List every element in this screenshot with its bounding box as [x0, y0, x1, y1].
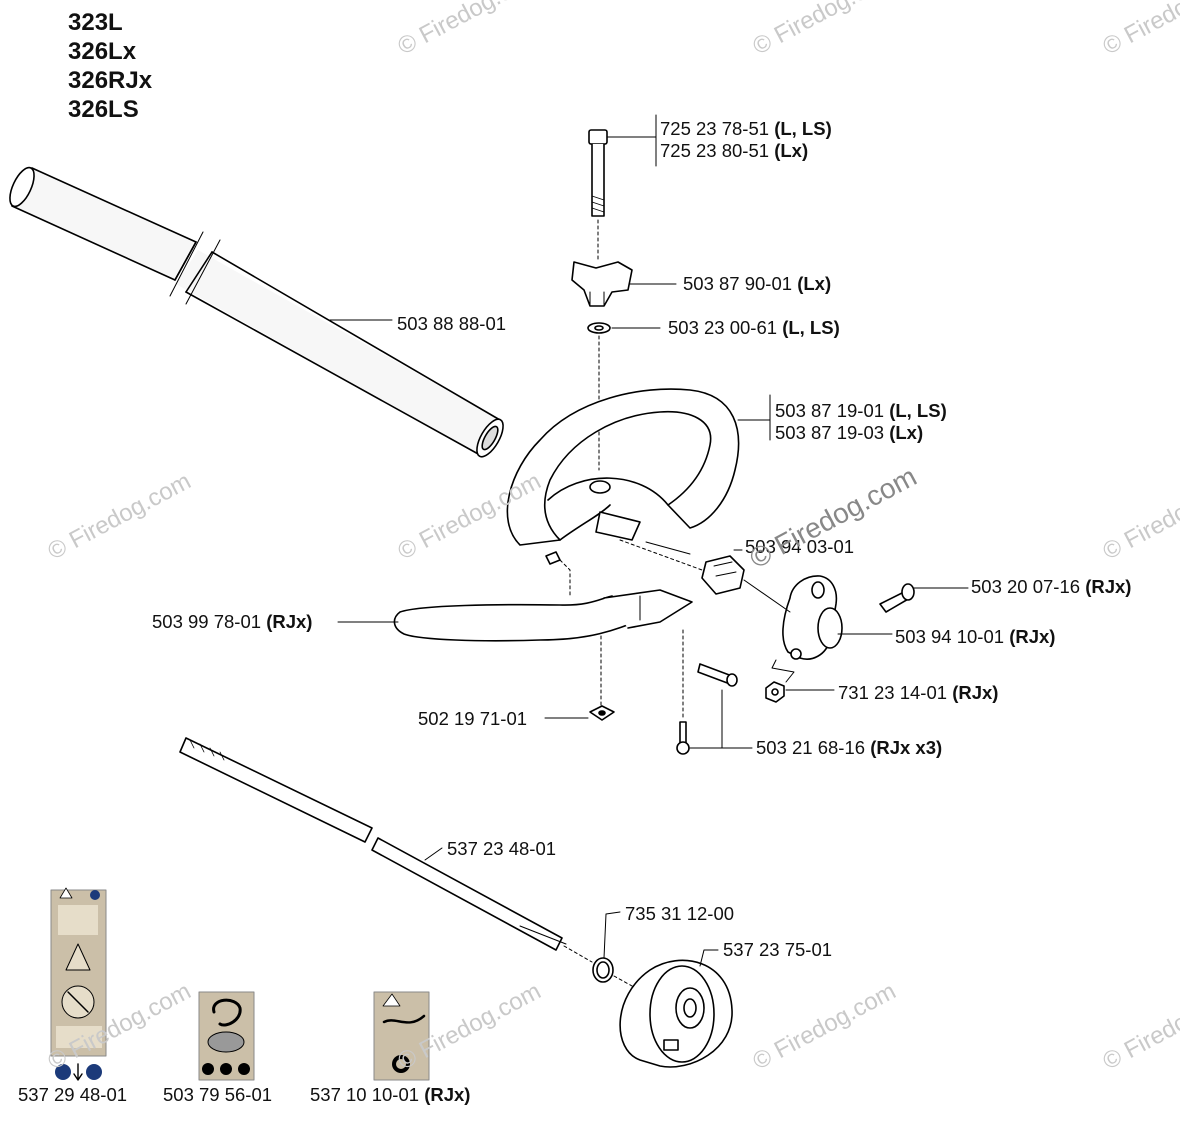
part-label-loop-handle-lx: 503 87 19-03 (Lx) [775, 422, 924, 443]
decal-handle [198, 991, 255, 1081]
part-label-tube: 503 88 88-01 [397, 313, 507, 334]
model-name: 323L [68, 9, 123, 36]
part-label-bike-handle: 503 99 78-01 (RJx) [152, 611, 313, 632]
part-label-bolt-lx: 725 23 80-51 (Lx) [660, 140, 809, 161]
washer [587, 322, 611, 334]
leader-line-loop-handle [737, 394, 771, 441]
leader-lines-bolt [597, 114, 657, 263]
part-label-decal-2: 503 79 56-01 [163, 1084, 273, 1105]
part-label-clamp-block: 503 94 03-01 [745, 536, 855, 557]
handle-bracket [782, 575, 843, 660]
part-label-washer: 503 23 00-61 (L, LS) [668, 317, 840, 338]
square-nut [589, 705, 615, 721]
part-label-drum: 537 23 75-01 [723, 939, 833, 960]
part-label-bracket: 503 94 10-01 (RJx) [895, 626, 1056, 647]
model-name: 326LS [68, 96, 139, 123]
pivot-bolt [545, 551, 561, 565]
bike-handle [393, 589, 693, 642]
clamp-block [645, 541, 745, 595]
part-label-loop-handle-l-ls: 503 87 19-01 (L, LS) [775, 400, 947, 421]
shaft-tube [9, 166, 504, 458]
part-label-clamp-screw: 503 20 07-16 (RJx) [971, 576, 1132, 597]
leader-lines-pivot [559, 559, 571, 597]
leader-line-clamp-block [619, 539, 743, 571]
decal-warning-large [50, 887, 107, 1081]
model-list: 323L 326Lx 326RJx 326LS [68, 8, 152, 124]
wing-knob [571, 261, 633, 307]
leader-lines-bracket [743, 579, 969, 635]
o-ring [592, 957, 614, 983]
part-label-square-nut: 502 19 71-01 [418, 708, 528, 729]
model-name: 326RJx [68, 67, 153, 94]
leader-line-o-ring [603, 911, 633, 987]
model-name: 326Lx [68, 38, 137, 65]
part-label-screw-x3: 503 21 68-16 (RJx x3) [756, 737, 943, 758]
loop-handle [506, 388, 740, 546]
leader-line-drum [699, 949, 719, 967]
leader-lines-bottom-screws [682, 629, 753, 749]
part-label-nut: 731 23 14-01 (RJx) [838, 682, 999, 703]
handle-pivot-screw [697, 663, 738, 687]
leader-lines-nut [771, 659, 835, 691]
hex-nut [765, 681, 785, 703]
clutch-drum [619, 959, 733, 1068]
long-bolt [588, 129, 608, 217]
decal-trimmer [373, 991, 430, 1081]
drive-shaft [179, 737, 567, 951]
part-label-drive-shaft: 537 23 48-01 [447, 838, 557, 859]
part-label-bolt-l-ls: 725 23 78-51 (L, LS) [660, 118, 832, 139]
bottom-screw [676, 721, 690, 755]
part-label-decal-3: 537 10 10-01 (RJx) [310, 1084, 471, 1105]
part-label-decal-1: 537 29 48-01 [18, 1084, 128, 1105]
leader-lines-square-nut [544, 635, 602, 719]
part-label-o-ring: 735 31 12-00 [625, 903, 735, 924]
leader-line-drive-shaft [424, 847, 593, 963]
clamp-screw [879, 583, 915, 613]
part-label-wing-knob: 503 87 90-01 (Lx) [683, 273, 832, 294]
